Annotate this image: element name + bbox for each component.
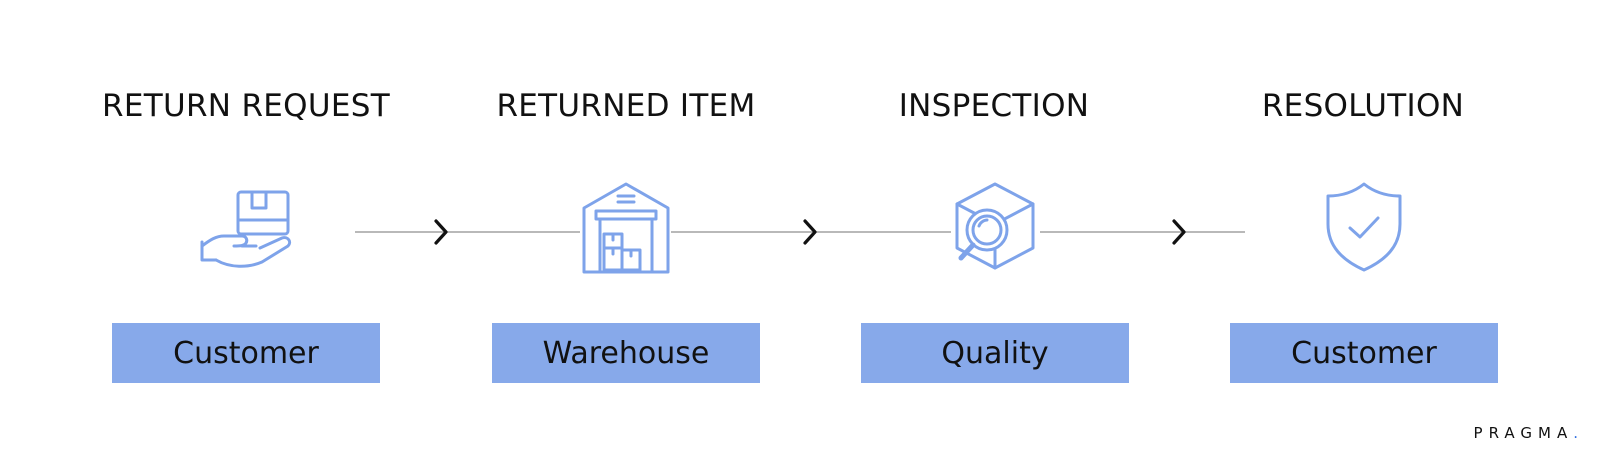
- role-box-quality: Quality: [861, 323, 1129, 383]
- step-title-inspection: INSPECTION: [898, 88, 1090, 124]
- role-box-customer: Customer: [112, 323, 380, 383]
- step-title-resolution: RESOLUTION: [1261, 88, 1465, 124]
- chevron-right-icon: [801, 217, 819, 247]
- brand-dot: .: [1573, 424, 1578, 442]
- role-box-warehouse: Warehouse: [492, 323, 760, 383]
- brand-name: PRAGMA: [1473, 424, 1574, 442]
- role-box-customer: Customer: [1230, 323, 1498, 383]
- box-magnifier-icon: [945, 178, 1045, 274]
- warehouse-icon: [578, 178, 678, 274]
- hand-with-box-icon: [196, 178, 296, 274]
- chevron-right-icon: [1170, 217, 1188, 247]
- connector-line-1: [355, 231, 580, 233]
- step-title-return-request: RETURN REQUEST: [102, 88, 390, 124]
- connector-line-2: [671, 231, 951, 233]
- connector-line-3: [1040, 231, 1245, 233]
- chevron-right-icon: [432, 217, 450, 247]
- step-title-returned-item: RETURNED ITEM: [496, 88, 756, 124]
- brand-logo: PRAGMA.: [1474, 424, 1578, 442]
- shield-check-icon: [1314, 178, 1414, 274]
